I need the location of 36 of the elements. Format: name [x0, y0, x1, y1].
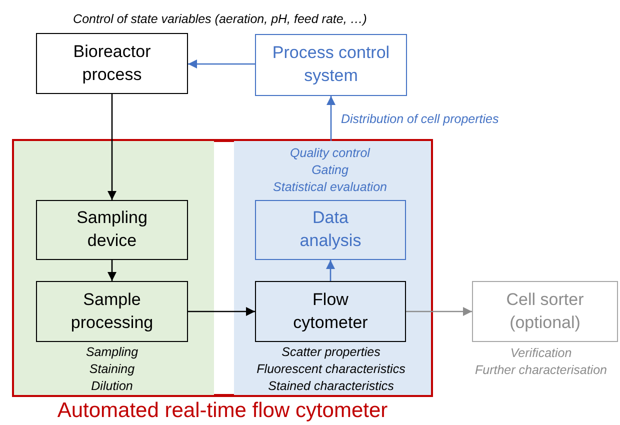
arrow	[188, 60, 255, 68]
box-label: Sample processing	[70, 288, 154, 334]
arrow	[406, 307, 472, 316]
annotation-text: Fluorescent characteristics	[256, 361, 406, 378]
annotation-text: Statistical evaluation	[273, 179, 387, 196]
process-box	[36, 281, 188, 342]
box-label: Flow cytometer	[292, 288, 369, 334]
annotation-text: Dilution	[91, 378, 133, 395]
arrow	[326, 260, 335, 281]
annotation-text: Further characterisation	[474, 362, 607, 379]
annotation-text: Verification	[510, 345, 572, 362]
arrow	[326, 96, 336, 141]
annotation-text: Gating	[312, 162, 348, 179]
arrow	[108, 94, 116, 200]
process-box	[36, 33, 188, 94]
process-box	[36, 200, 188, 260]
section-panel	[234, 141, 431, 395]
arrow	[188, 307, 255, 316]
annotation-text: Staining	[89, 361, 135, 378]
annotation-text: Control of state variables (aeration, pH, feed rate, …)	[73, 11, 367, 28]
process-box	[472, 281, 618, 342]
process-box	[255, 200, 406, 260]
box-label: Bioreactor process	[72, 40, 152, 86]
box-label: Sampling device	[76, 207, 148, 252]
process-box	[255, 34, 407, 96]
box-label: Cell sorter (optional)	[505, 288, 585, 334]
box-label: Process control system	[271, 42, 391, 87]
section-panel	[14, 141, 214, 395]
annotation-text: Stained characteristics	[268, 378, 394, 395]
process-box	[255, 281, 406, 342]
arrow	[108, 260, 116, 281]
annotation-text: Scatter properties	[282, 344, 380, 361]
annotation-text: Quality control	[290, 145, 370, 162]
frame-title: Automated real-time flow cytometer	[56, 398, 389, 424]
annotation-text: Sampling	[86, 344, 138, 361]
box-label: Data analysis	[298, 207, 362, 252]
